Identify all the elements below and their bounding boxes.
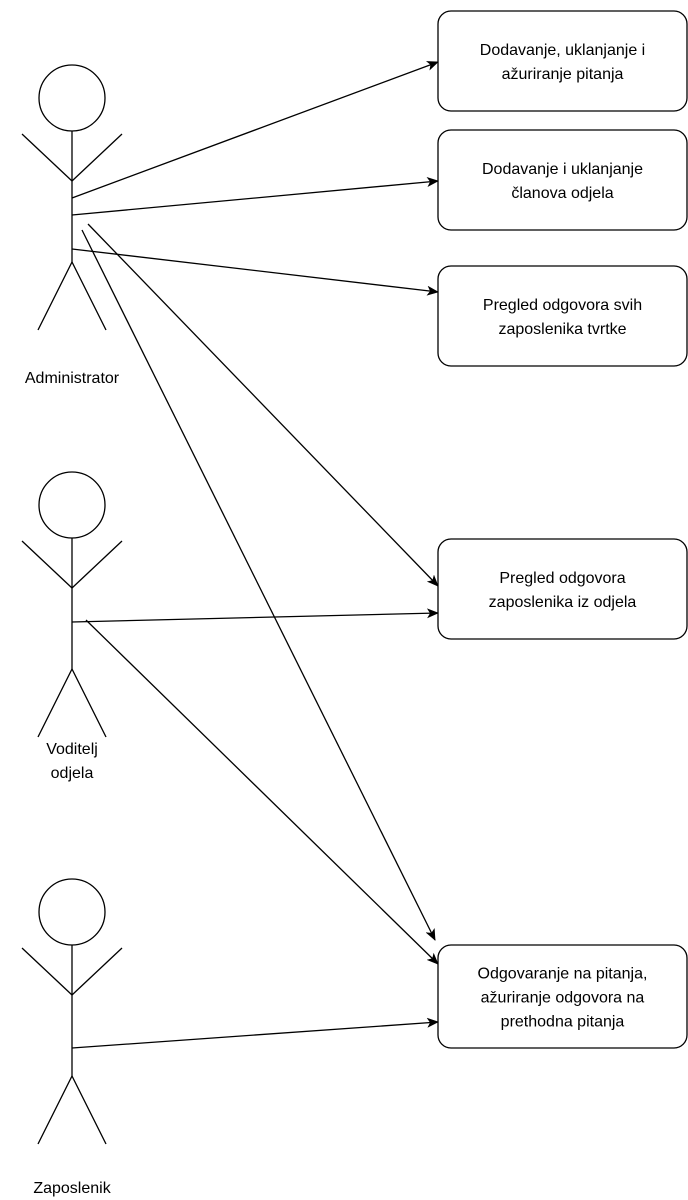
use-case-box [437, 265, 688, 367]
use-case-uc4: Pregled odgovora zaposlenika iz odjela [437, 538, 688, 640]
use-case-text: Pregled odgovora [499, 570, 625, 587]
use-cases: Dodavanje, uklanjanje i ažuriranje pitanj… [437, 10, 688, 1049]
actor-label: Zaposlenik [33, 1180, 111, 1197]
association-arrow-voditelj-to-uc4 [71, 608, 439, 623]
association-arrow-administrator-to-uc4 [87, 223, 439, 587]
use-case-uc5: Odgovaranje na pitanja, ažuriranje odgovo… [437, 944, 688, 1049]
associations [71, 61, 439, 1049]
use-case-box [437, 944, 688, 1049]
use-case-text: Dodavanje i uklanjanje [482, 161, 643, 178]
use-case-text: zaposlenika iz odjela [489, 594, 637, 611]
actor-zaposlenik: Zaposlenik [21, 878, 123, 1197]
use-case-uc1: Dodavanje, uklanjanje i ažuriranje pitanj… [437, 10, 688, 112]
use-case-text: Pregled odgovora svih [483, 297, 642, 314]
use-case-box [437, 10, 688, 112]
association-arrow-administrator-to-uc3 [71, 248, 439, 296]
use-case-text: članova odjela [511, 185, 613, 202]
association-arrow-administrator-to-uc1 [71, 61, 439, 199]
use-case-text: Dodavanje, uklanjanje i [480, 42, 645, 59]
actor-figure [21, 64, 123, 331]
association-arrow-zaposlenik-to-uc5 [71, 1017, 439, 1049]
use-case-box [437, 129, 688, 231]
use-case-box [437, 538, 688, 640]
actor-label: Voditelj [46, 741, 98, 758]
actor-figure [21, 471, 123, 738]
use-case-text: ažuriranje pitanja [502, 66, 624, 83]
use-case-text: zaposlenika tvrtke [498, 321, 626, 338]
use-case-text: prethodna pitanja [501, 1014, 625, 1031]
association-arrow-administrator-to-uc2 [71, 177, 439, 216]
use-case-uc3: Pregled odgovora svih zaposlenika tvrtke [437, 265, 688, 367]
actor-label: Administrator [25, 370, 120, 387]
actor-voditelj: Voditelj odjela [21, 471, 123, 782]
actor-figure [21, 878, 123, 1145]
actor-label: odjela [51, 765, 94, 782]
use-case-text: ažuriranje odgovora na [481, 990, 645, 1007]
association-arrow-voditelj-to-uc5 [85, 619, 439, 965]
use-case-uc2: Dodavanje i uklanjanje članova odjela [437, 129, 688, 231]
association-arrow-administrator-to-uc5 [81, 229, 436, 941]
actor-administrator: Administrator [21, 64, 123, 387]
use-case-text: Odgovaranje na pitanja, [478, 966, 648, 983]
